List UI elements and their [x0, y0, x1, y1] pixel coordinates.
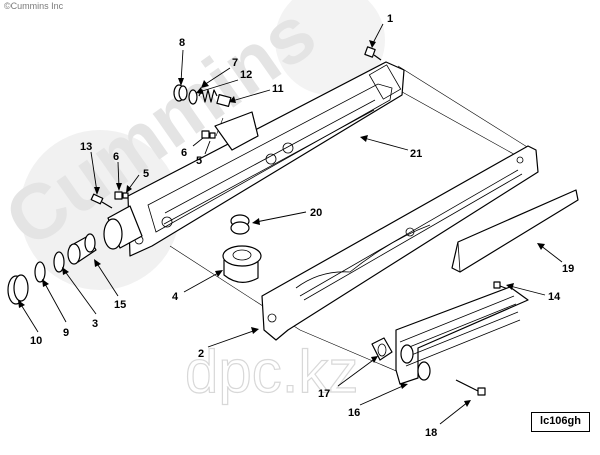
callout-14: 14: [548, 291, 561, 303]
callout-5-lower: 5: [143, 168, 149, 180]
bolt-18: [455, 379, 486, 396]
callout-21: 21: [410, 148, 422, 160]
callout-19: 19: [562, 263, 574, 275]
fitting-6-upper: [201, 130, 216, 139]
cooler-housing: [103, 61, 405, 257]
thermostat-4: [222, 245, 262, 283]
fitting-6-lower: [114, 191, 129, 200]
watermark-site-text: dpc.kz: [185, 338, 358, 405]
plug-8: [173, 84, 188, 102]
copyright-notice: ©Cummins Inc: [4, 1, 64, 11]
callout-6-lower: 6: [113, 151, 119, 163]
callout-6-upper: 6: [181, 147, 187, 159]
callout-2: 2: [198, 348, 204, 360]
gasket-17: [371, 337, 393, 361]
callout-7: 7: [232, 57, 238, 69]
o-ring-12: [188, 89, 198, 105]
callout-20: 20: [310, 207, 322, 219]
callout-11: 11: [272, 83, 284, 95]
callout-labels: 1 2 3 4 5 5 6 6 7 8 9 10 11 12 13 14 15 …: [30, 13, 574, 439]
spring-7: [198, 89, 218, 103]
callout-4: 4: [172, 291, 179, 303]
gasket-2: [261, 145, 539, 341]
callout-12: 12: [240, 69, 252, 81]
callout-9: 9: [63, 327, 69, 339]
bolt-1: [364, 46, 382, 61]
callout-13: 13: [80, 141, 92, 153]
bracket-19: [451, 189, 579, 273]
callout-1: 1: [387, 13, 393, 25]
callout-17: 17: [318, 388, 330, 400]
callout-10: 10: [30, 335, 42, 347]
callout-5-upper: 5: [196, 155, 202, 167]
callout-15: 15: [114, 299, 126, 311]
callout-18: 18: [425, 427, 437, 439]
sensor-13: [90, 193, 113, 209]
snap-ring-3: [53, 251, 65, 273]
cooler-core-16: [395, 286, 529, 385]
callout-8: 8: [179, 37, 185, 49]
housing-15: [67, 233, 97, 265]
o-ring-9: [34, 261, 46, 283]
callout-16: 16: [348, 407, 360, 419]
leader-lines: [18, 23, 563, 425]
callout-3: 3: [92, 318, 98, 330]
reference-code-box: lc106gh: [531, 412, 590, 432]
cap-10: [7, 274, 29, 305]
seal-20: [230, 214, 250, 235]
